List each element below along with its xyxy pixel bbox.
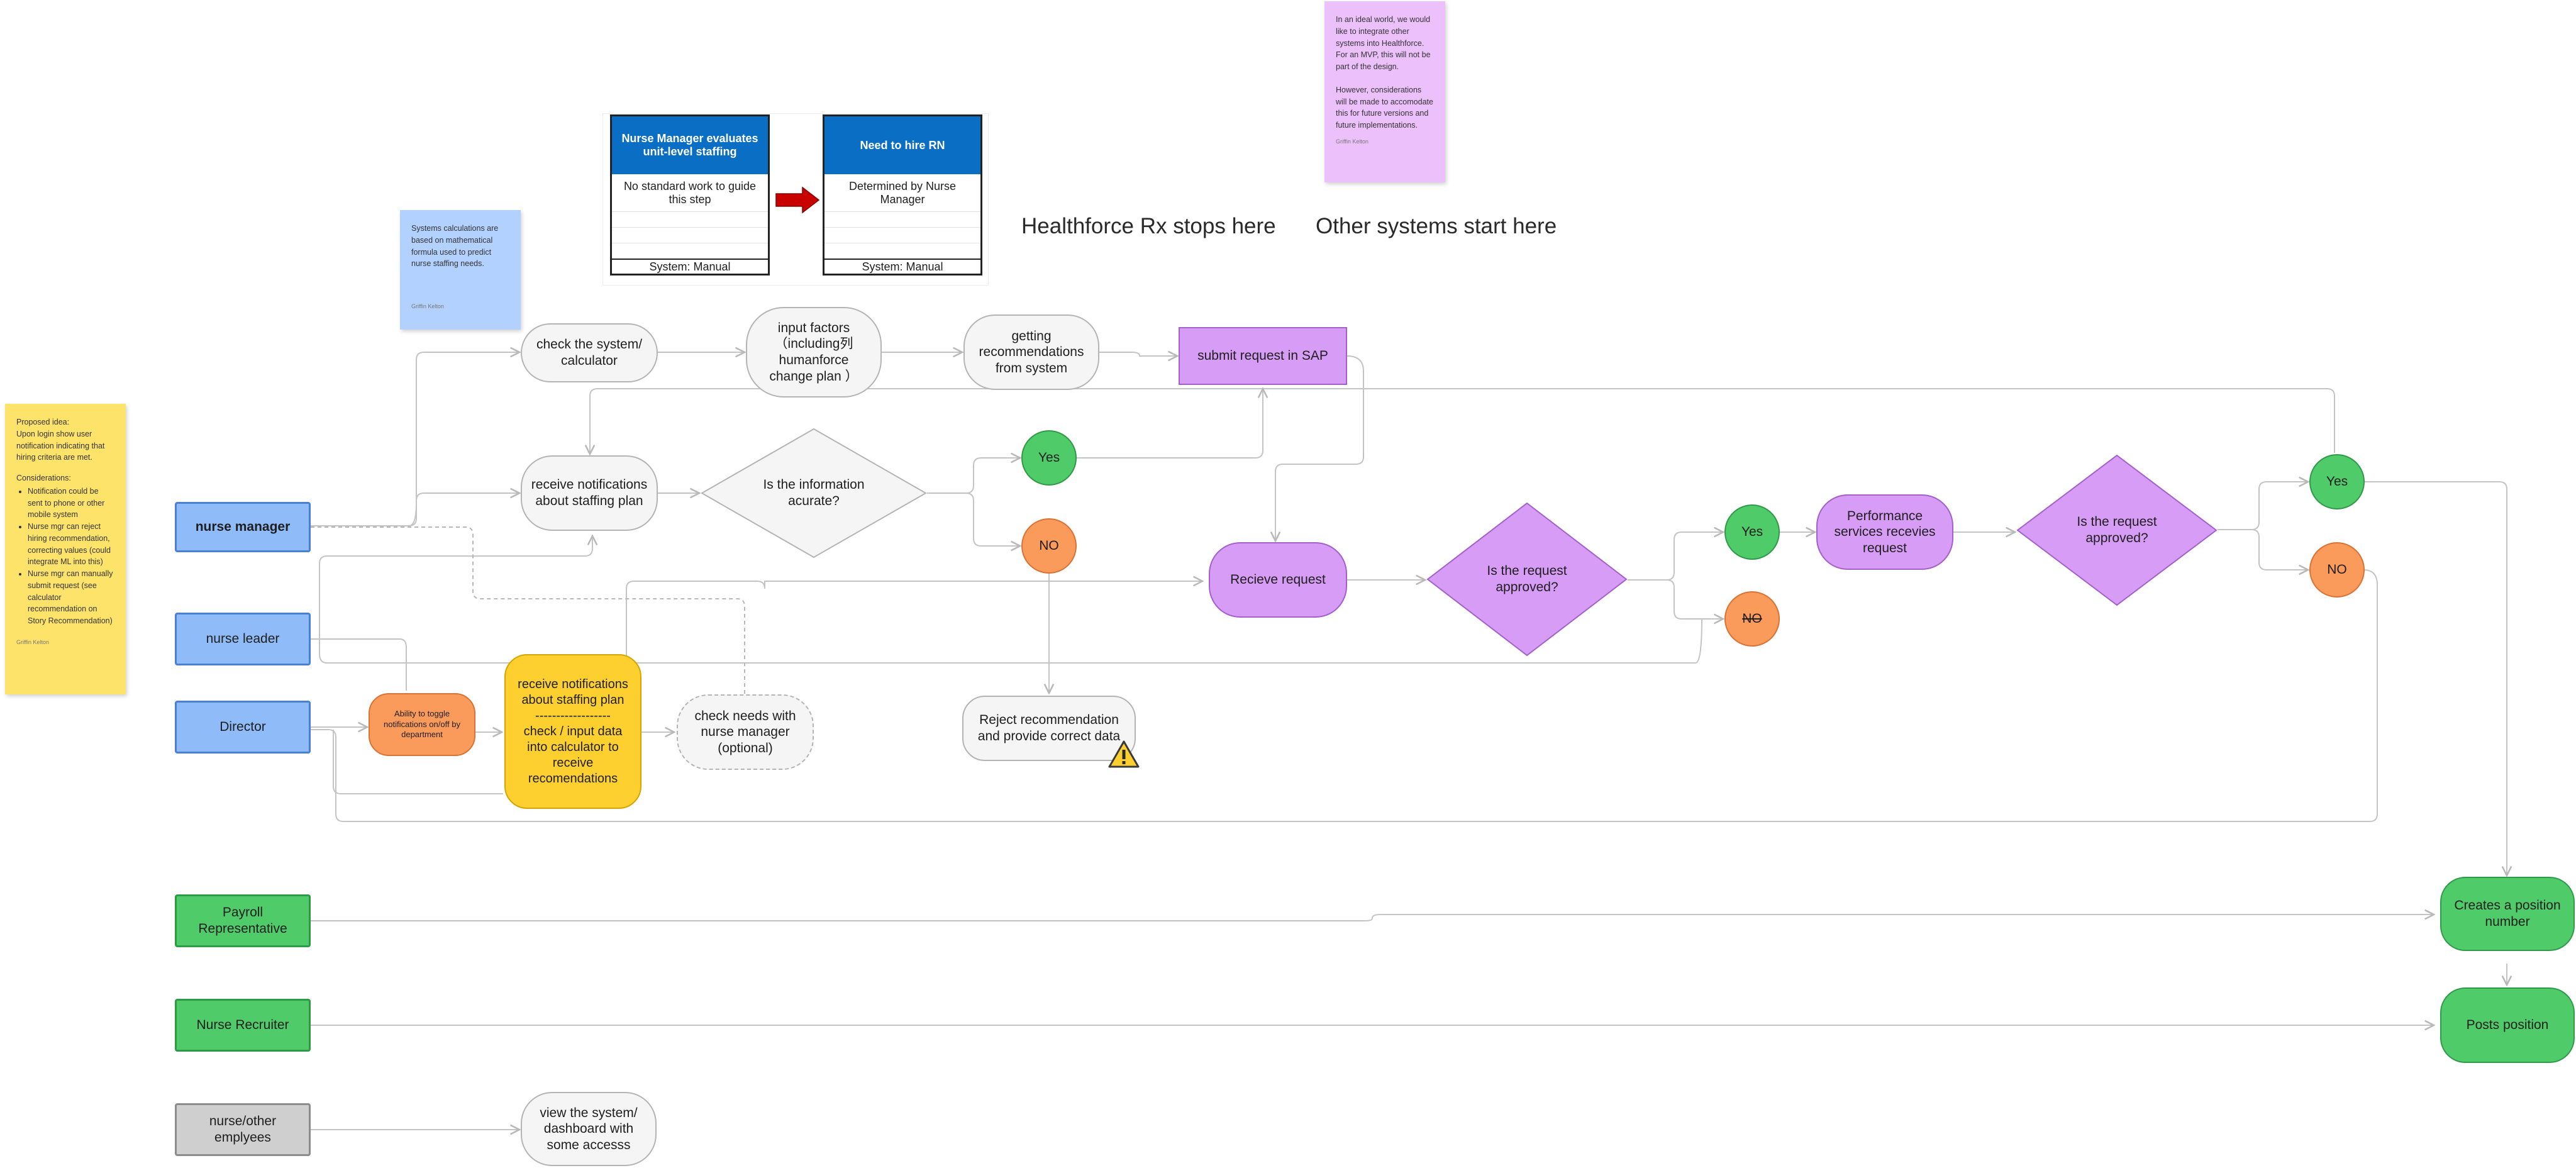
node-no-approved-2[interactable]: NO	[2309, 542, 2365, 598]
decision-label: Is the information acurate?	[763, 477, 865, 508]
node-no-accurate[interactable]: NO	[1021, 518, 1077, 574]
node-view-system[interactable]: view the system/ dashboard with some acc…	[521, 1092, 657, 1166]
card-footer: System: Manual	[824, 259, 980, 274]
lane-nurse-leader[interactable]: nurse leader	[175, 613, 311, 665]
card-nurse-manager-evaluates: Nurse Manager evaluates unit-level staff…	[610, 114, 770, 275]
decision-request-approved-2[interactable]: Is the request approved?	[2016, 454, 2218, 606]
sticky-considerations: Considerations:	[16, 474, 71, 482]
sticky-note-proposed-idea: Proposed idea: Upon login show user noti…	[5, 404, 126, 694]
yellow-bottom-text: check / input data into calculator to re…	[523, 724, 623, 786]
card-header: Need to hire RN	[824, 116, 980, 174]
lane-director[interactable]: Director	[175, 701, 311, 754]
node-toggle-notifications[interactable]: Ability to toggle notifications on/off b…	[369, 693, 475, 756]
node-director-notifications[interactable]: receive notifications about staffing pla…	[504, 654, 641, 809]
sticky-bullet: Notification could be sent to phone or o…	[28, 486, 114, 521]
yellow-top-text: receive notifications about staffing pla…	[518, 677, 628, 707]
card-header: Nurse Manager evaluates unit-level staff…	[612, 116, 768, 174]
node-check-needs[interactable]: check needs with nurse manager (optional…	[677, 694, 814, 770]
card-body: Determined by Nurse Manager	[824, 174, 980, 212]
node-input-factors[interactable]: input factors （including列 humanforce cha…	[746, 307, 882, 398]
node-no-approved-1[interactable]: NO	[1724, 591, 1780, 647]
sticky-note-system-calculations: Systems calculations are based on mathem…	[400, 210, 521, 330]
decision-info-accurate[interactable]: Is the information acurate?	[701, 428, 927, 559]
lane-other-employees[interactable]: nurse/other emplyees	[175, 1103, 311, 1156]
node-creates-position[interactable]: Creates a position number	[2440, 877, 2575, 951]
sticky-author: Griffin Kelton	[1336, 138, 1368, 145]
card-need-to-hire: Need to hire RN Determined by Nurse Mana…	[823, 114, 982, 275]
sticky-author: Griffin Kelton	[411, 303, 444, 309]
red-arrow-icon	[775, 186, 820, 214]
node-receive-request[interactable]: Recieve request	[1209, 542, 1347, 618]
sticky-text: Systems calculations are based on mathem…	[411, 224, 499, 269]
sticky-paragraph-1: In an ideal world, we would like to inte…	[1336, 15, 1431, 71]
yellow-separator: ------------------	[535, 708, 611, 723]
node-receive-notifications[interactable]: receive notifications about staffing pla…	[521, 455, 658, 531]
sticky-bullet-list: Notification could be sent to phone or o…	[16, 486, 114, 627]
node-yes-approved-1[interactable]: Yes	[1724, 504, 1780, 560]
sticky-bullet: Nurse mgr can manually submit request (s…	[28, 568, 114, 627]
card-body: No standard work to guide this step	[612, 174, 768, 212]
node-yes-accurate[interactable]: Yes	[1021, 430, 1077, 486]
node-getting-recommendations[interactable]: getting recommendations from system	[963, 314, 1099, 390]
decision-request-approved-1[interactable]: Is the request approved?	[1426, 502, 1628, 657]
node-posts-position[interactable]: Posts position	[2440, 987, 2575, 1063]
sticky-note-ideal-world: In an ideal world, we would like to inte…	[1324, 1, 1445, 182]
heading-healthforce-stops: Healthforce Rx stops here	[1021, 214, 1276, 238]
decision-label: Is the request approved?	[2077, 514, 2157, 545]
lane-nurse-manager[interactable]: nurse manager	[175, 502, 311, 552]
lane-payroll-representative[interactable]: Payroll Representative	[175, 894, 311, 947]
decision-label: Is the request approved?	[1487, 564, 1567, 594]
node-check-system[interactable]: check the system/ calculator	[521, 323, 658, 382]
warning-icon	[1108, 740, 1140, 768]
sticky-bullet: Nurse mgr can reject hiring recommendati…	[28, 521, 114, 568]
node-reject-recommendation[interactable]: Reject recommendation and provide correc…	[962, 696, 1136, 761]
sticky-intro-1: Proposed idea:	[16, 418, 70, 426]
sticky-intro-2: Upon login show user notification indica…	[16, 429, 105, 462]
card-footer: System: Manual	[612, 259, 768, 274]
sticky-author: Griffin Kelton	[16, 638, 49, 645]
heading-other-systems-start: Other systems start here	[1316, 214, 1557, 238]
node-submit-request-sap[interactable]: submit request in SAP	[1179, 327, 1347, 385]
node-performance-services[interactable]: Performance services recevies request	[1816, 494, 1953, 570]
lane-nurse-recruiter[interactable]: Nurse Recruiter	[175, 999, 311, 1052]
node-yes-approved-2[interactable]: Yes	[2309, 454, 2365, 509]
sticky-paragraph-2: However, considerations will be made to …	[1336, 85, 1433, 130]
card-grid-background	[602, 113, 989, 286]
